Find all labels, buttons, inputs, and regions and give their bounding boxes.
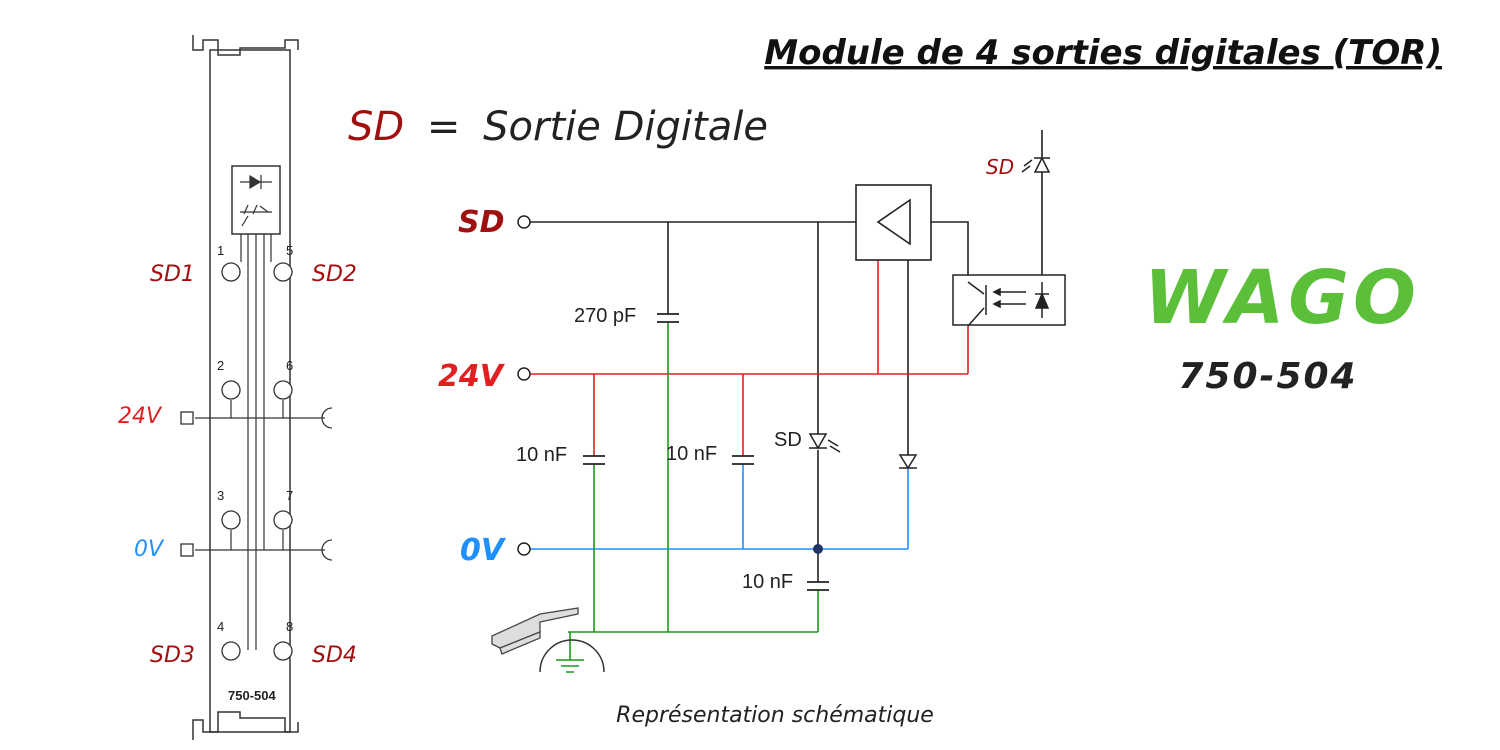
logo-text: WAGO bbox=[1144, 255, 1420, 341]
pin-number: 8 bbox=[286, 619, 293, 634]
cap-10nf-label: 10 nF bbox=[742, 571, 793, 593]
caption: Représentation schématique bbox=[616, 703, 934, 728]
ground-icon bbox=[539, 639, 605, 673]
v24-wire bbox=[530, 260, 969, 456]
page-title: Module de 4 sorties digitales (TOR) bbox=[764, 33, 1442, 73]
cap-270pf-label: 270 pF bbox=[574, 305, 636, 327]
terminal-24v bbox=[517, 367, 531, 381]
ground-wire bbox=[568, 322, 819, 660]
pin-number: 4 bbox=[217, 619, 224, 634]
led-icon bbox=[808, 433, 828, 450]
cap-10nf-label: 10 nF bbox=[516, 444, 567, 466]
optocoupler-icon bbox=[240, 174, 272, 227]
din-rail-icon bbox=[491, 607, 579, 655]
led-icon bbox=[1033, 156, 1051, 173]
module-label: 750-504 bbox=[228, 688, 276, 703]
sd-wire bbox=[530, 130, 1043, 582]
legend-abbr: SD bbox=[348, 104, 404, 150]
model-number: 750-504 bbox=[1178, 356, 1357, 397]
pin-number: 5 bbox=[286, 243, 293, 258]
terminal-points bbox=[180, 262, 333, 661]
output-led-label: SD bbox=[986, 155, 1014, 179]
cap-10nf-label: 10 nF bbox=[666, 443, 717, 465]
v0-wire bbox=[530, 464, 909, 550]
schematic-sd-label: SD bbox=[458, 205, 505, 240]
output-label-sd4: SD4 bbox=[312, 643, 357, 668]
junction-dot bbox=[813, 544, 823, 554]
pin-number: 1 bbox=[217, 243, 224, 258]
diode-icon bbox=[898, 454, 918, 470]
pin-number: 6 bbox=[286, 358, 293, 373]
schematic-24v-label: 24V bbox=[438, 359, 506, 394]
output-label-sd2: SD2 bbox=[312, 262, 357, 287]
legend: SD = Sortie Digitale bbox=[348, 104, 768, 150]
capacitor-icons bbox=[583, 313, 829, 591]
terminal-0v bbox=[517, 542, 531, 556]
terminal-sd bbox=[517, 215, 531, 229]
output-label-sd1: SD1 bbox=[150, 262, 195, 287]
wago-logo: WAGO bbox=[1144, 255, 1420, 341]
module-24v-label: 24V bbox=[118, 404, 163, 429]
led-label: SD bbox=[774, 429, 802, 451]
pin-number: 7 bbox=[286, 488, 293, 503]
pin-number: 2 bbox=[217, 358, 224, 373]
buffer-block bbox=[855, 184, 932, 261]
legend-equals: = bbox=[427, 104, 461, 150]
schematic-0v-label: 0V bbox=[460, 533, 507, 568]
module-0v-label: 0V bbox=[134, 537, 165, 562]
output-label-sd3: SD3 bbox=[150, 643, 195, 668]
pin-number: 3 bbox=[217, 488, 224, 503]
optocoupler-block bbox=[952, 274, 1066, 327]
legend-meaning: Sortie Digitale bbox=[483, 104, 768, 150]
